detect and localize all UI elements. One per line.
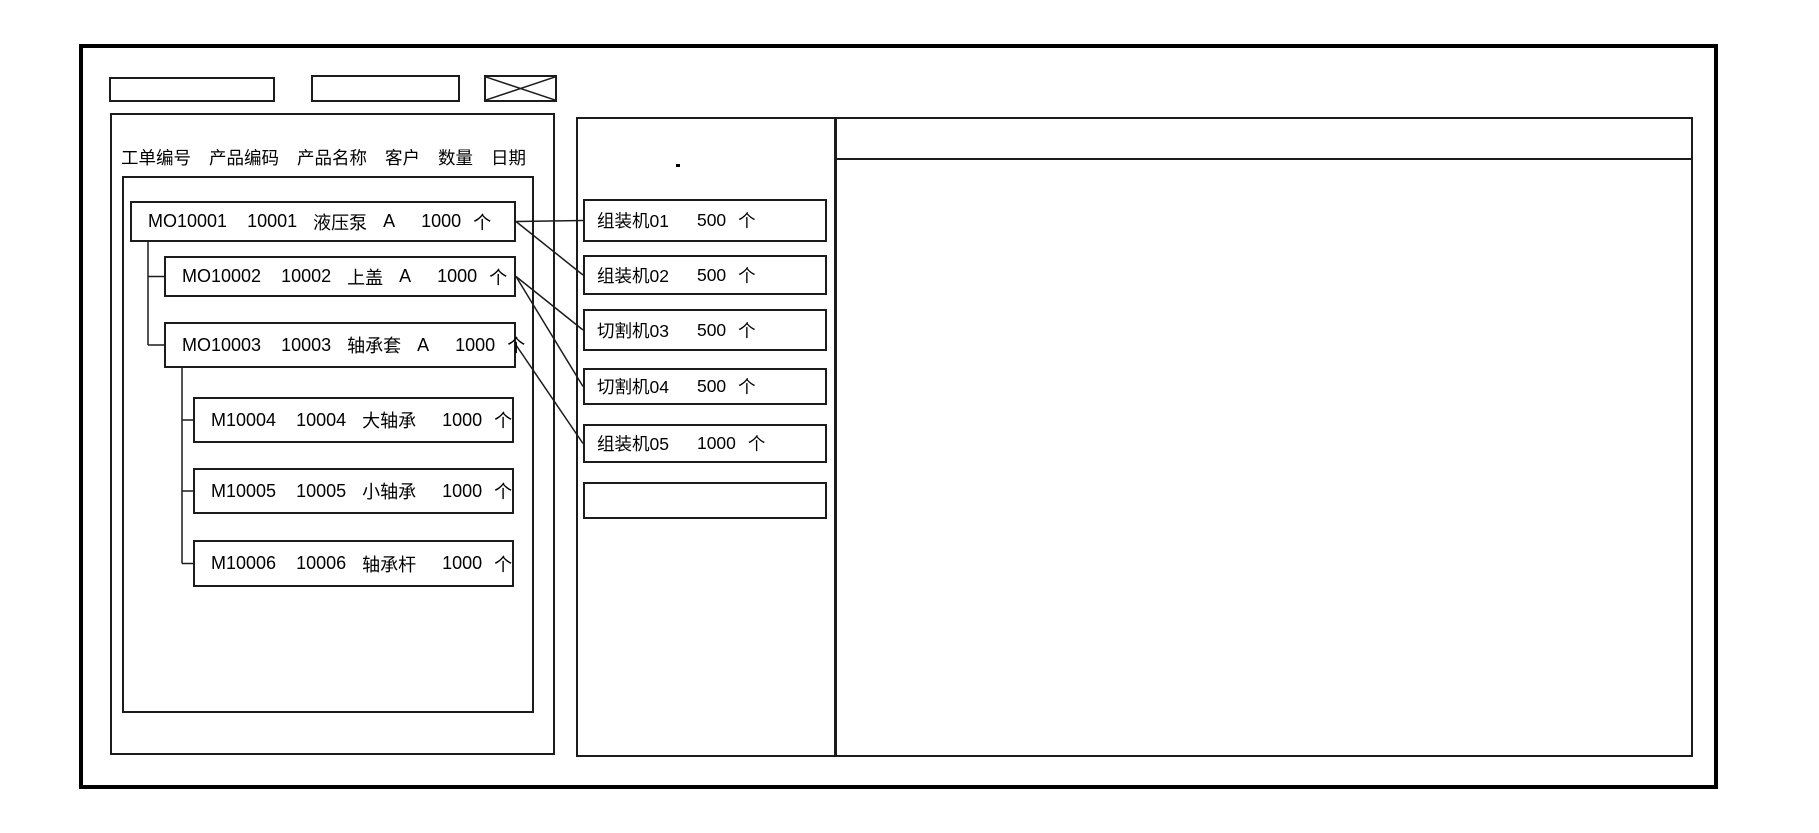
order-no: MO10003 (182, 334, 262, 355)
product-code: 10002 (281, 266, 332, 286)
machine-name: 组装机05 (597, 434, 669, 454)
quantity: 1000 (455, 334, 496, 355)
product-code: 10001 (247, 211, 298, 231)
close-box[interactable] (484, 75, 557, 102)
column-label-product-name: 产品名称 (297, 147, 367, 168)
machine-unit: 个 (738, 265, 756, 286)
schedule-panel-header (837, 119, 1691, 160)
product-name: 轴承杆 (362, 554, 417, 575)
product-code: 10006 (296, 553, 347, 573)
toolbar-field-1[interactable] (109, 77, 275, 102)
machine-name: 切割机03 (597, 320, 669, 341)
machine-box-组装机02[interactable]: 组装机02 500 个 (583, 255, 827, 295)
machine-qty: 1000 (696, 433, 736, 453)
unit: 个 (489, 267, 508, 288)
unit: 个 (507, 336, 526, 356)
machine-unit: 个 (738, 320, 756, 341)
machine-box-组装机01[interactable]: 组装机01 500 个 (583, 199, 827, 242)
order-node-M10006[interactable]: M10006 10006 轴承杆 1000 个 (193, 540, 514, 587)
machine-name: 组装机02 (597, 265, 669, 286)
product-code: 10003 (281, 334, 332, 355)
customer: A (417, 334, 430, 355)
unit: 个 (494, 554, 513, 575)
order-node-M10005[interactable]: M10005 10005 小轴承 1000 个 (193, 468, 514, 514)
column-label-qty: 数量 (438, 147, 473, 168)
toolbar-field-2[interactable] (311, 75, 460, 102)
customer: A (399, 266, 412, 286)
product-name: 上盖 (347, 267, 384, 288)
machine-box-empty[interactable] (583, 482, 827, 519)
order-node-MO10003[interactable]: MO10003 10003 轴承套 A 1000 个 (164, 322, 525, 368)
product-code: 10004 (296, 409, 347, 430)
product-name: 轴承套 (347, 336, 402, 356)
order-no: M10006 (211, 553, 277, 573)
order-no: MO10001 (148, 211, 228, 231)
column-label-product-code: 产品编码 (209, 147, 279, 168)
unit: 个 (473, 212, 492, 233)
order-no: M10004 (211, 409, 277, 430)
machine-unit: 个 (747, 434, 766, 454)
order-node-MO10001[interactable]: MO10001 10001 液压泵 A 1000 个 (130, 201, 516, 242)
order-node-M10004[interactable]: M10004 10004 大轴承 1000 个 (193, 397, 514, 443)
product-code: 10005 (296, 480, 347, 501)
machine-box-切割机04[interactable]: 切割机04 500 个 (583, 368, 827, 405)
order-no: MO10002 (182, 266, 262, 286)
machine-qty: 500 (696, 210, 727, 230)
product-name: 液压泵 (313, 212, 368, 233)
machine-qty: 500 (696, 376, 727, 396)
machine-unit: 个 (738, 211, 756, 231)
placeholder-dot (676, 164, 680, 167)
column-label-date: 日期 (491, 147, 526, 168)
x-cross-icon (485, 76, 556, 101)
unit: 个 (494, 482, 513, 502)
product-name: 小轴承 (362, 482, 417, 502)
unit: 个 (494, 411, 513, 431)
order-no: M10005 (211, 480, 277, 501)
column-label-order-no: 工单编号 (121, 147, 191, 168)
product-name: 大轴承 (362, 411, 417, 431)
quantity: 1000 (437, 266, 478, 286)
machine-box-组装机05[interactable]: 组装机05 1000 个 (583, 424, 827, 463)
machine-box-切割机03[interactable]: 切割机03 500 个 (583, 309, 827, 351)
column-label-customer: 客户 (385, 147, 420, 168)
order-columns-header: 工单编号 产品编码 产品名称 客户 数量 日期 (121, 146, 526, 168)
machine-qty: 500 (696, 264, 727, 285)
machine-name: 切割机04 (597, 377, 669, 397)
machine-qty: 500 (696, 319, 727, 340)
quantity: 1000 (421, 211, 462, 231)
quantity: 1000 (442, 409, 483, 430)
quantity: 1000 (442, 553, 483, 573)
order-node-MO10002[interactable]: MO10002 10002 上盖 A 1000 个 (164, 256, 516, 297)
customer: A (383, 211, 396, 231)
schedule-panel (835, 117, 1693, 757)
quantity: 1000 (442, 480, 483, 501)
machine-name: 组装机01 (597, 211, 669, 231)
machine-unit: 个 (738, 377, 756, 397)
